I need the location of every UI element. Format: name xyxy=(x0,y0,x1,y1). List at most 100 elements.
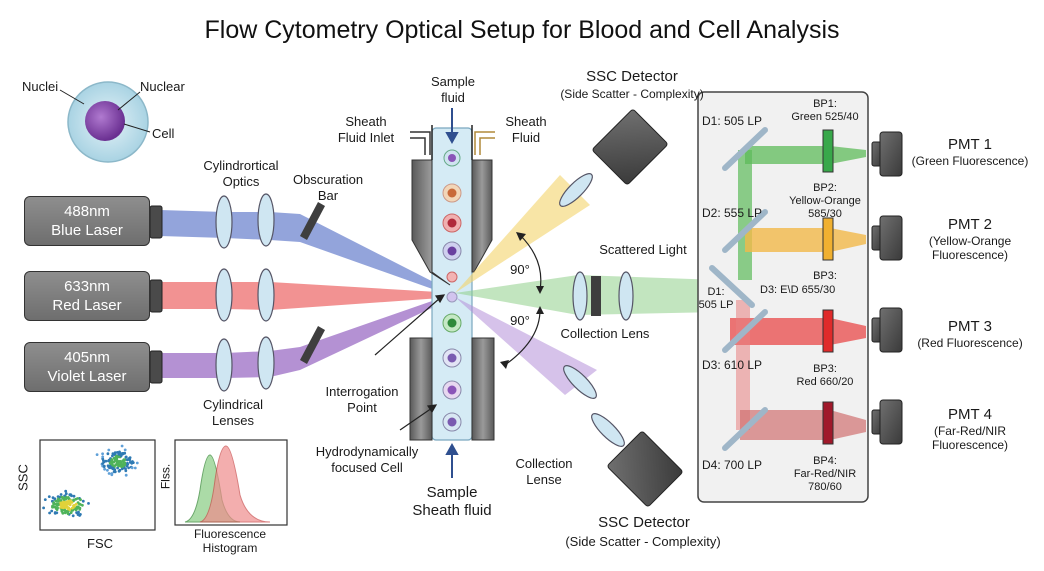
scatter-dot xyxy=(59,493,63,496)
scatter-dot xyxy=(123,461,127,465)
scatter-dot xyxy=(119,462,123,465)
scatter-dot xyxy=(106,464,110,468)
scatter-dot xyxy=(107,459,110,463)
laser-heads xyxy=(149,205,163,384)
scatter-dot xyxy=(72,494,76,498)
scatter-dot xyxy=(48,511,51,515)
scatter-dot xyxy=(61,511,65,515)
scatter-dot xyxy=(124,469,128,473)
scatter-dot xyxy=(64,505,67,509)
obscuration-bars xyxy=(300,202,325,364)
pmt-devices xyxy=(871,131,903,445)
scatter-dot xyxy=(74,508,78,512)
scatter-dot xyxy=(118,452,121,456)
scatter-dot xyxy=(120,465,123,468)
scatter-dot xyxy=(102,464,106,468)
laser-beams xyxy=(160,210,455,378)
scatter-dot xyxy=(110,472,114,475)
scatter-dot xyxy=(56,506,59,510)
scatter-dot xyxy=(116,461,120,465)
fluorescence-histogram xyxy=(174,439,288,526)
scatter-dot xyxy=(64,497,68,501)
scatter-dot xyxy=(107,448,111,452)
scatter-beams xyxy=(455,175,720,395)
angle-arrowheads xyxy=(500,232,544,369)
scatter-dot xyxy=(106,468,109,472)
scatter-dot xyxy=(78,506,82,510)
scatter-lenses xyxy=(559,173,634,447)
scatter-obscuration xyxy=(591,276,601,316)
scatter-dot xyxy=(70,501,74,504)
scatter-dot xyxy=(60,509,64,513)
dichroic-mirrors xyxy=(709,127,768,451)
scatter-dot xyxy=(111,454,114,458)
flow-arrows xyxy=(445,108,459,478)
scatter-dot xyxy=(57,498,60,502)
scatter-dot xyxy=(114,459,118,462)
scatter-dot xyxy=(62,500,66,504)
scatter-dot xyxy=(58,495,62,499)
scatter-dot xyxy=(59,506,63,509)
scatter-dot xyxy=(64,492,68,496)
scatter-dot xyxy=(76,497,79,500)
scatter-dot xyxy=(53,511,57,514)
scatter-dot xyxy=(69,499,72,502)
scatter-dot xyxy=(79,498,82,502)
scatter-dot xyxy=(101,462,105,465)
scatter-dot xyxy=(127,466,130,470)
scatter-dot xyxy=(125,458,129,462)
scatter-dot xyxy=(114,455,118,459)
scatter-dot xyxy=(124,467,127,470)
scatter-dot xyxy=(56,503,60,507)
scatter-dot xyxy=(51,496,55,499)
scatter-dot xyxy=(113,470,117,474)
scatter-dot xyxy=(71,508,75,512)
scatter-dot xyxy=(95,453,99,456)
scatter-dot xyxy=(73,503,76,507)
scatter-dot xyxy=(103,467,106,471)
scatter-dot xyxy=(60,495,64,499)
scatter-dot xyxy=(75,511,78,514)
ssc-detector-top xyxy=(592,109,668,185)
scatter-dot xyxy=(59,499,63,502)
scatter-dot xyxy=(87,502,90,505)
scatter-dot xyxy=(54,499,58,503)
scatter-dot xyxy=(106,452,110,456)
scatter-dot xyxy=(104,459,108,463)
scatter-dot xyxy=(64,489,68,493)
scatter-dot xyxy=(111,466,115,470)
fsc-ssc-scatter-plot xyxy=(39,439,156,531)
scatter-dot xyxy=(66,511,70,514)
scatter-dot xyxy=(107,472,111,475)
scatter-dot xyxy=(110,462,114,465)
scatter-dot xyxy=(110,458,114,462)
scatter-dot xyxy=(81,499,85,503)
scatter-dot xyxy=(101,455,105,459)
scatter-dot xyxy=(117,469,121,473)
pointer-lines xyxy=(374,294,446,431)
scatter-dot xyxy=(116,466,119,470)
angle-arcs xyxy=(504,234,542,366)
scatter-dot xyxy=(78,502,81,506)
scatter-dot xyxy=(123,448,127,452)
scatter-dot xyxy=(70,506,74,510)
scatter-dot xyxy=(42,506,45,510)
cell-illustration xyxy=(59,81,151,163)
ssc-detector-bottom xyxy=(607,431,683,507)
scatter-dot xyxy=(117,464,120,468)
scatter-dot xyxy=(71,514,75,518)
scatter-dot xyxy=(130,466,134,470)
scatter-dot xyxy=(50,509,54,513)
scatter-dot xyxy=(135,461,139,465)
scatter-dot xyxy=(121,452,125,456)
scatter-dot xyxy=(70,494,73,498)
scatter-dot xyxy=(120,444,124,448)
scatter-dot xyxy=(126,463,130,466)
scatter-dot xyxy=(118,450,121,454)
scatter-dot xyxy=(124,473,128,477)
scatter-dot xyxy=(51,504,54,508)
scatter-dot xyxy=(69,511,73,514)
scatter-dot xyxy=(66,507,70,511)
scatter-dot xyxy=(131,460,134,463)
